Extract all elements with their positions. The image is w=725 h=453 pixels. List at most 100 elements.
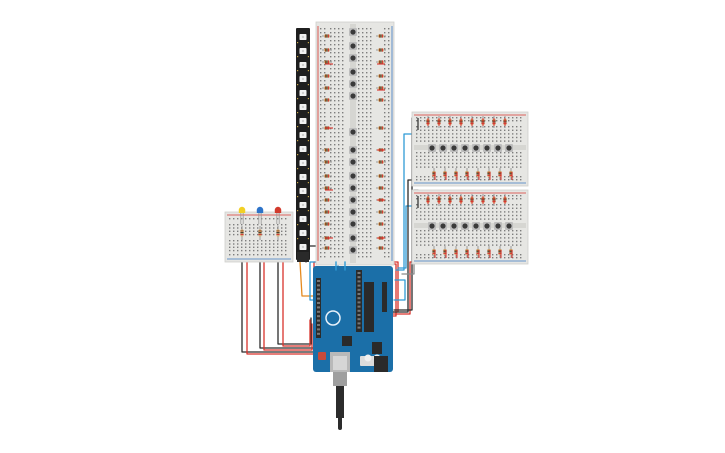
logo-mark — [325, 310, 341, 326]
resistor — [376, 86, 386, 90]
terminal-holes-bottom — [416, 230, 522, 246]
wire — [393, 279, 406, 301]
push-button — [349, 128, 357, 136]
resistor — [376, 34, 386, 38]
resistor — [376, 160, 386, 164]
push-button — [461, 144, 469, 152]
terminal-holes-top — [416, 126, 522, 142]
resistor — [276, 226, 280, 240]
resistor — [376, 174, 386, 178]
push-button — [349, 234, 357, 242]
resistor — [322, 160, 332, 164]
push-button — [349, 220, 357, 228]
resistor — [376, 222, 386, 226]
push-button — [349, 92, 357, 100]
terminal-holes-left — [330, 28, 344, 258]
push-button — [349, 158, 357, 166]
wire — [397, 205, 417, 269]
resistor — [258, 226, 262, 240]
usb-cable — [338, 418, 342, 428]
push-button — [472, 144, 480, 152]
wire — [263, 261, 313, 351]
usb-cable — [336, 386, 344, 418]
resistor — [322, 34, 332, 38]
resistor — [376, 48, 386, 52]
resistor — [322, 86, 332, 90]
push-button — [349, 42, 357, 50]
push-button — [494, 144, 502, 152]
resistor — [322, 148, 332, 152]
usb-port — [333, 356, 347, 370]
terminal-holes-right — [358, 28, 372, 258]
digital-header — [356, 270, 362, 332]
push-button — [494, 222, 502, 230]
resistor — [376, 210, 386, 214]
arduino-uno-board — [313, 266, 393, 430]
wire — [241, 261, 319, 353]
resistor — [322, 48, 332, 52]
wire — [277, 261, 312, 345]
terminal-holes-top — [416, 204, 522, 220]
side-breadboard-bottom — [411, 189, 529, 265]
rail-holes-top — [229, 218, 287, 220]
rail-holes-bottom — [229, 254, 287, 256]
push-button — [349, 146, 357, 154]
resistor — [240, 226, 244, 240]
resistor — [322, 74, 332, 78]
resistor — [322, 246, 332, 250]
push-button — [428, 144, 436, 152]
resistor — [322, 210, 332, 214]
push-button — [483, 222, 491, 230]
wires-front-layer — [335, 261, 346, 271]
push-button — [349, 196, 357, 204]
capacitor — [364, 354, 372, 362]
push-button — [461, 222, 469, 230]
wire — [299, 261, 319, 297]
push-button — [472, 222, 480, 230]
led — [274, 206, 282, 224]
led — [238, 206, 246, 224]
resistor — [376, 60, 386, 64]
push-button — [505, 222, 513, 230]
usb-cable-plug — [333, 372, 347, 386]
push-button — [349, 208, 357, 216]
push-button — [450, 144, 458, 152]
resistor — [322, 60, 332, 64]
reset-button — [318, 352, 326, 360]
wire — [395, 133, 417, 271]
rail-holes-right — [384, 28, 390, 258]
usb-chip — [342, 336, 352, 346]
resistor — [322, 186, 332, 190]
led-strip — [296, 28, 310, 262]
push-button — [450, 222, 458, 230]
center-channel — [414, 223, 526, 228]
led — [256, 206, 264, 224]
strip-connector — [297, 252, 309, 262]
push-button — [349, 172, 357, 180]
push-button — [439, 222, 447, 230]
push-button — [505, 144, 513, 152]
icsp-header — [382, 282, 387, 312]
wire — [282, 261, 311, 347]
rail-holes-top — [416, 117, 522, 122]
push-button — [349, 68, 357, 76]
side-breadboard-top — [411, 111, 529, 187]
wire — [259, 261, 315, 349]
microcontroller-chip — [364, 282, 374, 332]
resistor — [322, 98, 332, 102]
push-button — [349, 28, 357, 36]
small-breadboard — [224, 206, 294, 263]
center-channel — [350, 24, 356, 263]
push-button — [428, 222, 436, 230]
terminal-holes-bottom — [229, 240, 287, 252]
resistor — [322, 222, 332, 226]
resistor — [322, 198, 332, 202]
resistor — [465, 168, 469, 180]
push-button — [483, 144, 491, 152]
resistor — [376, 98, 386, 102]
strip-body — [296, 28, 310, 260]
resistor — [322, 174, 332, 178]
terminal-holes-bottom — [416, 152, 522, 168]
center-channel — [414, 145, 526, 150]
